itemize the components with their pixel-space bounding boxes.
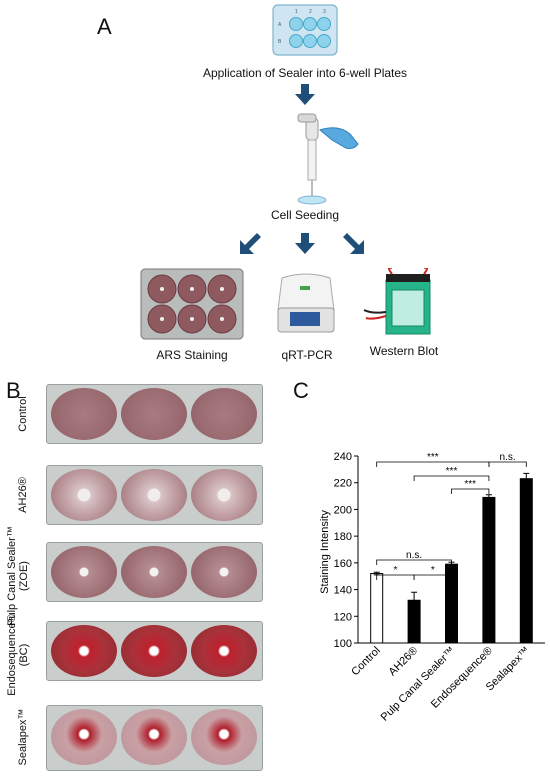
row-label-sealapex: Sealapex™ (17, 708, 29, 766)
panel-c-letter: C (293, 378, 309, 403)
plate-row-label-b: B (278, 39, 282, 45)
panel-a-letter: A (97, 14, 112, 39)
significance-bracket (413, 475, 490, 481)
y-tick-label: 240 (334, 451, 352, 463)
photo-row-sealapex (46, 705, 263, 771)
well-photo (51, 625, 117, 677)
well-photo (191, 709, 257, 765)
step-application-caption: Application of Sealer into 6-well Plates (202, 66, 408, 80)
y-tick-label: 200 (334, 504, 352, 516)
outcome-western-caption: Western Blot (369, 344, 439, 358)
well-photo (51, 469, 117, 521)
photo-row-endosequence (46, 621, 263, 681)
outcome-qrtpcr-caption: qRT-PCR (281, 348, 333, 362)
plate-col-label-1: 1 (295, 9, 298, 15)
significance-label: *** (427, 452, 439, 463)
significance-label: *** (446, 466, 458, 477)
plate-col-label-3: 3 (323, 9, 326, 15)
well-photo (121, 625, 187, 677)
significance-bracket (488, 461, 527, 467)
photo-row-ah26 (46, 465, 263, 525)
well-photo (121, 709, 187, 765)
well-photo (51, 388, 117, 440)
down-arrow-icon (295, 233, 315, 254)
ars-staining-plate-photo (140, 268, 244, 340)
panel-b-letter: B (6, 378, 21, 403)
well-photo (121, 388, 187, 440)
well-photo (121, 546, 187, 598)
significance-label: n.s. (500, 452, 516, 463)
significance-bracket (376, 559, 452, 565)
well-photo (51, 546, 117, 598)
chart-bars (370, 472, 533, 644)
y-axis-label: Staining Intensity (319, 510, 331, 594)
row-label-endosequence: Endosequence®(BC) (6, 614, 30, 696)
photo-row-control (46, 384, 263, 444)
qrt-pcr-machine-illustration (277, 273, 335, 333)
x-tick-label: Control (349, 645, 383, 679)
step-seeding-caption: Cell Seeding (270, 208, 340, 222)
x-tick-label: AH26® (387, 645, 421, 679)
down-right-arrow-icon (343, 233, 364, 254)
bar (519, 478, 533, 644)
y-tick-label: 180 (334, 531, 352, 543)
significance-label: * (431, 565, 435, 576)
pipette-illustration (297, 113, 359, 205)
photo-row-pulp-canal-sealer (46, 542, 263, 602)
significance-bracket (413, 574, 452, 580)
plate-col-label-2: 2 (309, 9, 312, 15)
y-tick-label: 140 (334, 585, 352, 597)
six-well-plate-diagram: 1 2 3 A B (272, 4, 338, 56)
well-photo (191, 469, 257, 521)
bar (370, 573, 384, 644)
y-tick-label: 220 (334, 478, 352, 490)
significance-brackets: *** *** *** n.s. n.s. * * (376, 452, 527, 580)
well-photo (191, 625, 257, 677)
significance-label: * (393, 565, 397, 576)
well-photo (191, 388, 257, 440)
y-tick-label: 120 (334, 611, 352, 623)
western-blot-tank-illustration (363, 268, 431, 335)
well-photo (121, 469, 187, 521)
bar (482, 496, 496, 644)
down-arrow-icon (295, 84, 315, 105)
y-tick-label: 160 (334, 558, 352, 570)
y-tick-label: 100 (334, 638, 352, 650)
row-label-ah26: AH26® (17, 477, 29, 513)
well-photo (51, 709, 117, 765)
row-label-control: Control (17, 396, 29, 432)
significance-label: *** (464, 479, 476, 490)
down-left-arrow-icon (240, 233, 261, 254)
outcome-ars-caption: ARS Staining (156, 348, 228, 362)
plate-row-label-a: A (278, 22, 282, 28)
well-photo (191, 546, 257, 598)
significance-bracket (451, 488, 490, 494)
significance-label: n.s. (406, 550, 422, 561)
